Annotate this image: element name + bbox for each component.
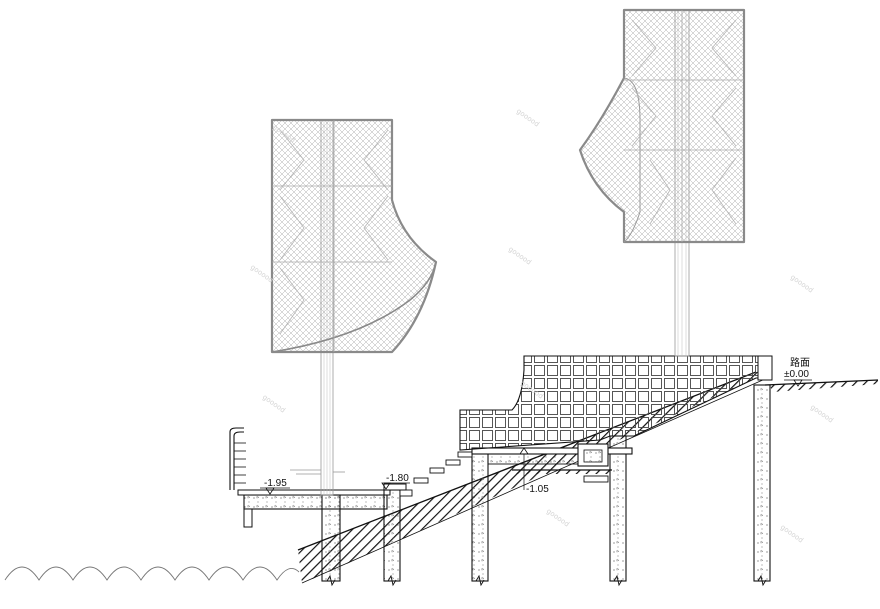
watermark-2: gooood xyxy=(515,107,541,128)
water-wave-line xyxy=(4,566,300,581)
watermark-8: gooood xyxy=(809,403,835,424)
level-marker-platform: -1.95 xyxy=(260,478,290,495)
left-canopy xyxy=(270,118,438,354)
block-wall xyxy=(459,355,773,451)
pier-3 xyxy=(471,451,489,582)
watermark-4: gooood xyxy=(507,245,533,266)
lower-platform xyxy=(237,489,391,528)
watermark-3: gooood xyxy=(249,263,275,284)
pier-5 xyxy=(753,384,771,582)
deck-level-text: -1.05 xyxy=(526,484,549,495)
platform-level-text: -1.95 xyxy=(264,478,287,489)
road-ground xyxy=(764,379,879,392)
road-surface-label: 路面 xyxy=(790,356,810,369)
pier-1 xyxy=(321,494,341,582)
level-marker-road: 路面 ±0.00 xyxy=(784,356,812,387)
middle-deck xyxy=(471,443,633,483)
pier-2 xyxy=(383,489,401,582)
road-level-text: ±0.00 xyxy=(784,369,809,380)
right-canopy xyxy=(578,8,746,244)
piers xyxy=(321,384,771,587)
pier-4 xyxy=(609,435,627,582)
level-marker-step: -1.80 xyxy=(381,473,410,490)
watermark-9: gooood xyxy=(545,507,571,528)
watermark-5: gooood xyxy=(789,273,815,294)
level-marker-deck: -1.05 xyxy=(519,447,549,495)
railing xyxy=(229,427,246,490)
watermark-6: gooood xyxy=(261,393,287,414)
watermark-10: gooood xyxy=(779,523,805,544)
step-level-text: -1.80 xyxy=(386,473,409,484)
stair-steps xyxy=(383,451,473,497)
